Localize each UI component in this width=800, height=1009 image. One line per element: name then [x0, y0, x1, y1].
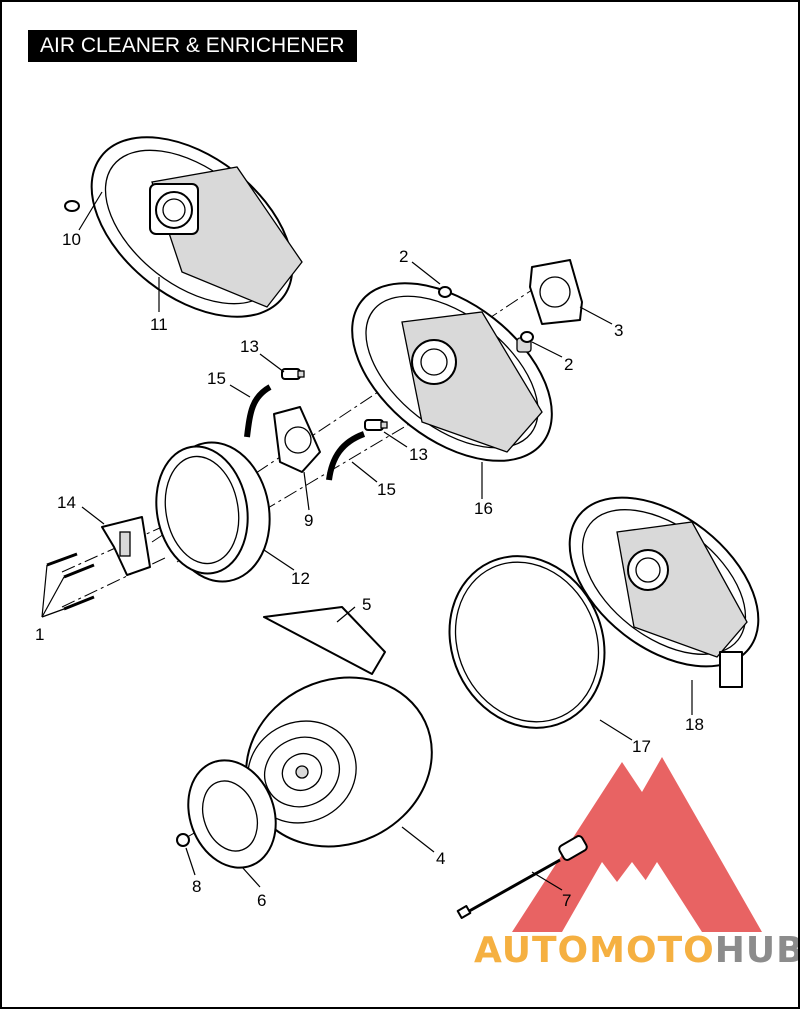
- callout-15-lower: 15: [377, 480, 396, 499]
- part-breather-bolt-13-upper: [281, 368, 305, 380]
- part-seal-ring-17: [448, 555, 606, 729]
- callout-3: 3: [614, 321, 623, 340]
- page-title: AIR CLEANER & ENRICHENER: [28, 30, 357, 62]
- callout-labels: 1 2 2 3 4 5 6 7 8 9 10 11 12 13 13 14 15…: [35, 230, 704, 910]
- part-cover-4: [245, 676, 433, 848]
- part-gasket-3: [529, 259, 583, 325]
- callout-13-lower: 13: [409, 445, 428, 464]
- callout-10: 10: [62, 230, 81, 249]
- callout-14: 14: [57, 493, 76, 512]
- part-backplate-11: [64, 136, 303, 318]
- part-breather-bolt-13-lower: [364, 419, 388, 431]
- watermark-brand-part1: AUTOMOTO: [474, 930, 715, 971]
- leader-lines: [41, 191, 693, 891]
- part-gasket-9: [273, 406, 321, 473]
- part-insert-6: [187, 759, 277, 869]
- callout-13-upper: 13: [240, 337, 259, 356]
- callout-8: 8: [192, 877, 201, 896]
- part-screws-1: [46, 552, 95, 611]
- part-trim-strip-5: [263, 606, 386, 675]
- part-backplate-16: [351, 282, 553, 462]
- part-backplate-18: [568, 496, 760, 688]
- part-oring-2-upper: [438, 286, 452, 298]
- callout-2-lower: 2: [564, 355, 573, 374]
- watermark-brand-text: AUTOMOTOHUB: [474, 930, 798, 971]
- callout-7: 7: [562, 891, 571, 910]
- callout-16: 16: [474, 499, 493, 518]
- part-screw-8: [176, 833, 190, 847]
- callout-18: 18: [685, 715, 704, 734]
- part-bracket-14: [101, 516, 151, 576]
- watermark-logo-icon: [512, 757, 762, 932]
- callout-12: 12: [291, 569, 310, 588]
- part-oring-2-lower: [520, 331, 534, 343]
- callout-9: 9: [304, 511, 313, 530]
- watermark-brand-part2: HUB: [715, 930, 798, 971]
- callout-4: 4: [436, 849, 445, 868]
- callout-6: 6: [257, 891, 266, 910]
- part-hose-15-lower: [326, 431, 366, 481]
- callout-5: 5: [362, 595, 371, 614]
- callout-17: 17: [632, 737, 651, 756]
- callout-11: 11: [150, 315, 168, 334]
- callout-2-upper: 2: [399, 247, 408, 266]
- part-filter-element-12: [155, 441, 271, 583]
- callout-1: 1: [35, 625, 44, 644]
- callout-15-upper: 15: [207, 369, 226, 388]
- part-hose-15-upper: [244, 384, 272, 438]
- part-enrichener-cable-7: [456, 835, 588, 919]
